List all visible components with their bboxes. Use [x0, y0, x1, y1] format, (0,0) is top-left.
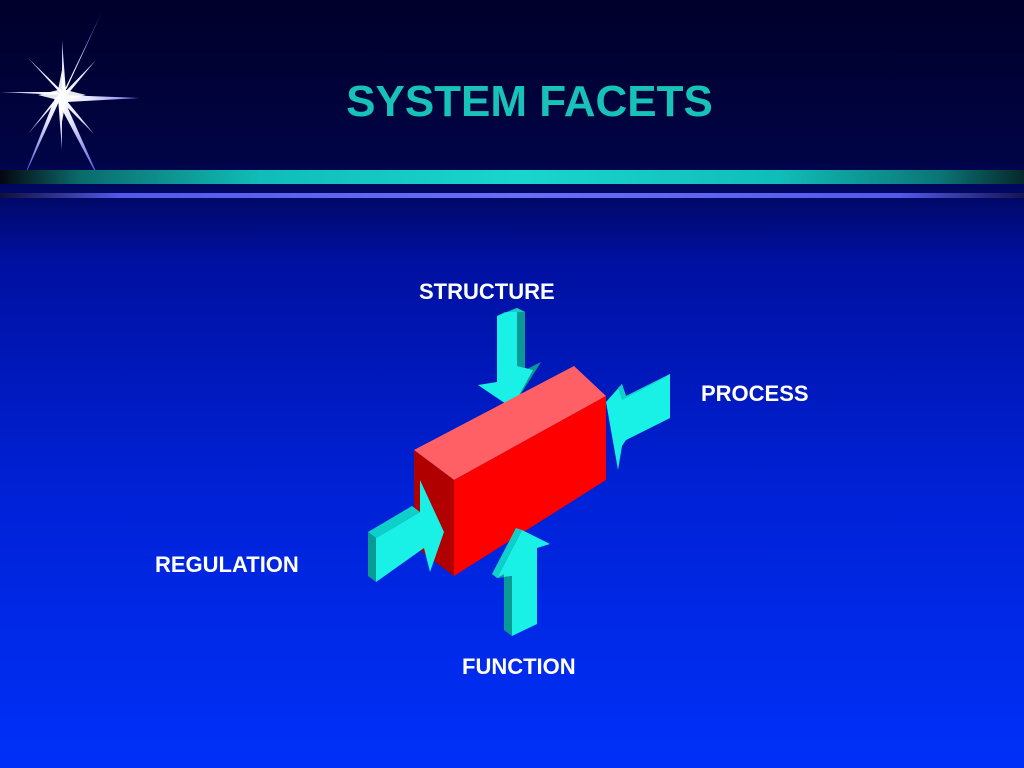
structure-arrow — [478, 308, 541, 408]
starburst-icon — [0, 0, 150, 190]
title-underline-line — [0, 193, 1024, 198]
process-arrow — [606, 374, 670, 470]
structure-label: STRUCTURE — [419, 279, 555, 304]
function-arrow — [492, 528, 550, 636]
regulation-label: REGULATION — [155, 552, 299, 577]
box-top-face — [414, 366, 606, 480]
function-label: FUNCTION — [462, 654, 576, 679]
regulation-arrow — [368, 480, 444, 582]
box-front-face — [454, 396, 606, 576]
slide-title: SYSTEM FACETS — [346, 77, 713, 126]
process-label: PROCESS — [701, 381, 809, 406]
title-underline-bar — [0, 170, 1024, 184]
